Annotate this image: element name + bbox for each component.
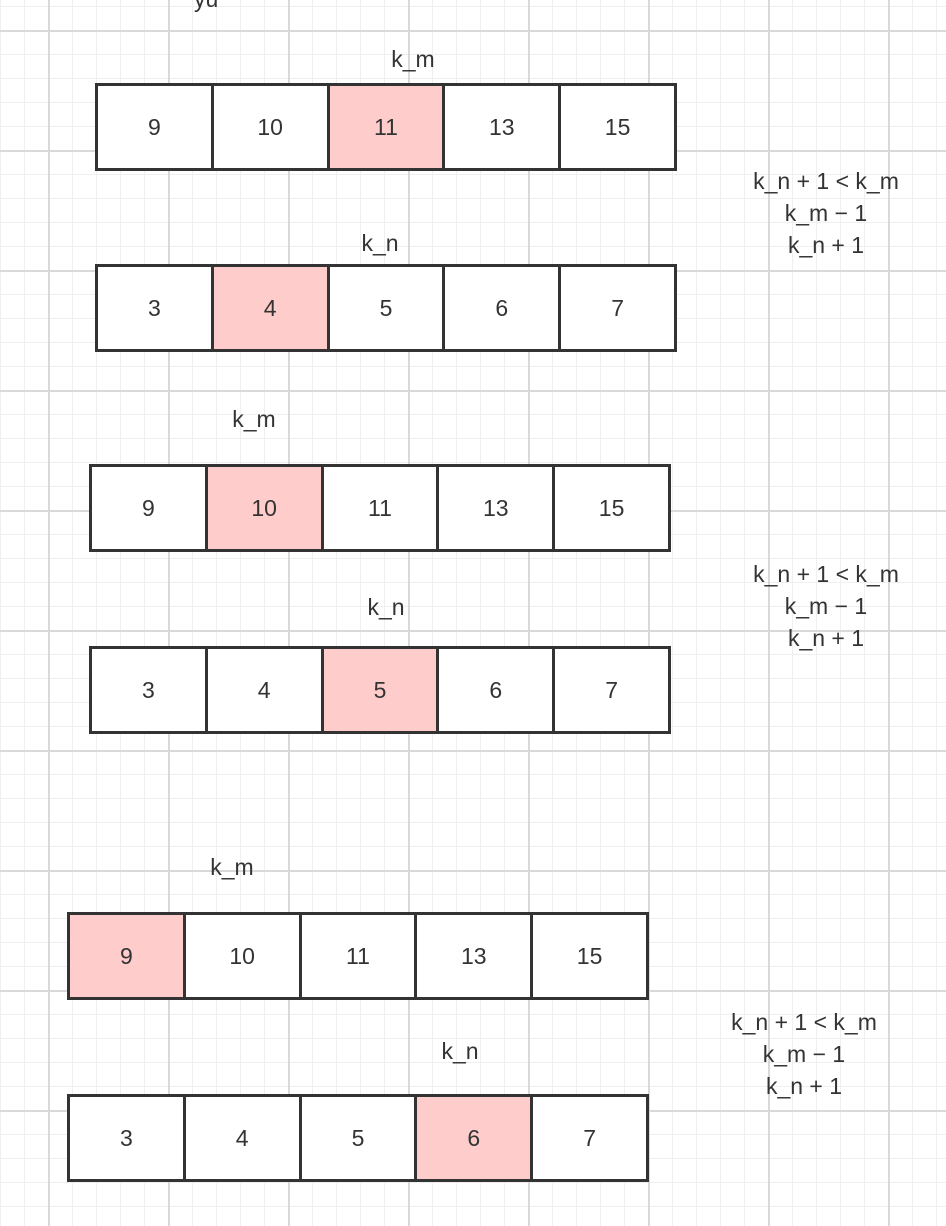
condition-line: k_n + 1	[787, 232, 865, 258]
array-cell: 7	[611, 294, 624, 321]
condition-line: k_n + 1 < k_m	[753, 561, 899, 587]
condition-line: k_m − 1	[762, 1041, 846, 1067]
condition-line: k_n + 1	[787, 625, 865, 651]
k-n-pointer-label: k_n	[361, 230, 399, 256]
condition-note: k_n + 1 < k_m k_m − 1 k_n + 1	[711, 165, 941, 261]
condition-line: k_n + 1 < k_m	[731, 1009, 877, 1035]
highlighted-array-cell: 6	[417, 1097, 534, 1179]
n-array: 3 4 5 6 7	[95, 264, 677, 352]
condition-note: k_n + 1 < k_m k_m − 1 k_n + 1	[711, 558, 941, 654]
highlighted-array-cell: 9	[70, 915, 186, 997]
array-cell: 7	[605, 676, 618, 703]
array-cell: 9	[98, 86, 214, 168]
array-cell: 3	[92, 649, 208, 731]
m-array: 9 10 11 13 15	[89, 464, 671, 552]
condition-line: k_m − 1	[784, 593, 868, 619]
n-array: 3 4 5 6 7	[67, 1094, 649, 1182]
highlighted-array-cell: 10	[207, 467, 324, 549]
array-cell: 4	[208, 649, 324, 731]
k-m-pointer-label: k_m	[391, 46, 435, 72]
array-cell: 15	[604, 113, 631, 140]
array-cell: 10	[214, 86, 330, 168]
k-m-pointer-label: k_m	[232, 406, 276, 432]
array-cell: 11	[324, 467, 440, 549]
k-m-pointer-label: k_m	[210, 854, 254, 880]
array-cell: 11	[302, 915, 418, 997]
array-cell: 13	[439, 467, 556, 549]
n-array: 3 4 5 6 7	[89, 646, 671, 734]
array-cell: 13	[445, 86, 562, 168]
array-cell: 5	[330, 267, 446, 349]
array-cell: 4	[186, 1097, 302, 1179]
m-array: 9 10 11 13 15	[67, 912, 649, 1000]
m-array: 9 10 11 13 15	[95, 83, 677, 171]
k-n-pointer-label: k_n	[367, 594, 405, 620]
array-cell: 10	[186, 915, 302, 997]
array-cell: 6	[445, 267, 562, 349]
array-cell: 15	[576, 942, 603, 969]
array-cell: 13	[417, 915, 534, 997]
array-cell: 15	[598, 494, 625, 521]
highlighted-array-cell: 11	[329, 86, 446, 168]
condition-line: k_n + 1 < k_m	[753, 168, 899, 194]
condition-line: k_n + 1	[765, 1073, 843, 1099]
highlighted-array-cell: 5	[323, 649, 440, 731]
condition-line: k_m − 1	[784, 200, 868, 226]
array-cell: 6	[439, 649, 556, 731]
array-cell: 3	[70, 1097, 186, 1179]
top-partial-text: yu	[194, 0, 218, 13]
array-cell: 5	[302, 1097, 418, 1179]
array-cell: 9	[92, 467, 208, 549]
highlighted-array-cell: 4	[213, 267, 330, 349]
condition-note: k_n + 1 < k_m k_m − 1 k_n + 1	[689, 1006, 919, 1102]
array-cell: 7	[583, 1124, 596, 1151]
array-cell: 3	[98, 267, 214, 349]
k-n-pointer-label: k_n	[441, 1038, 479, 1064]
